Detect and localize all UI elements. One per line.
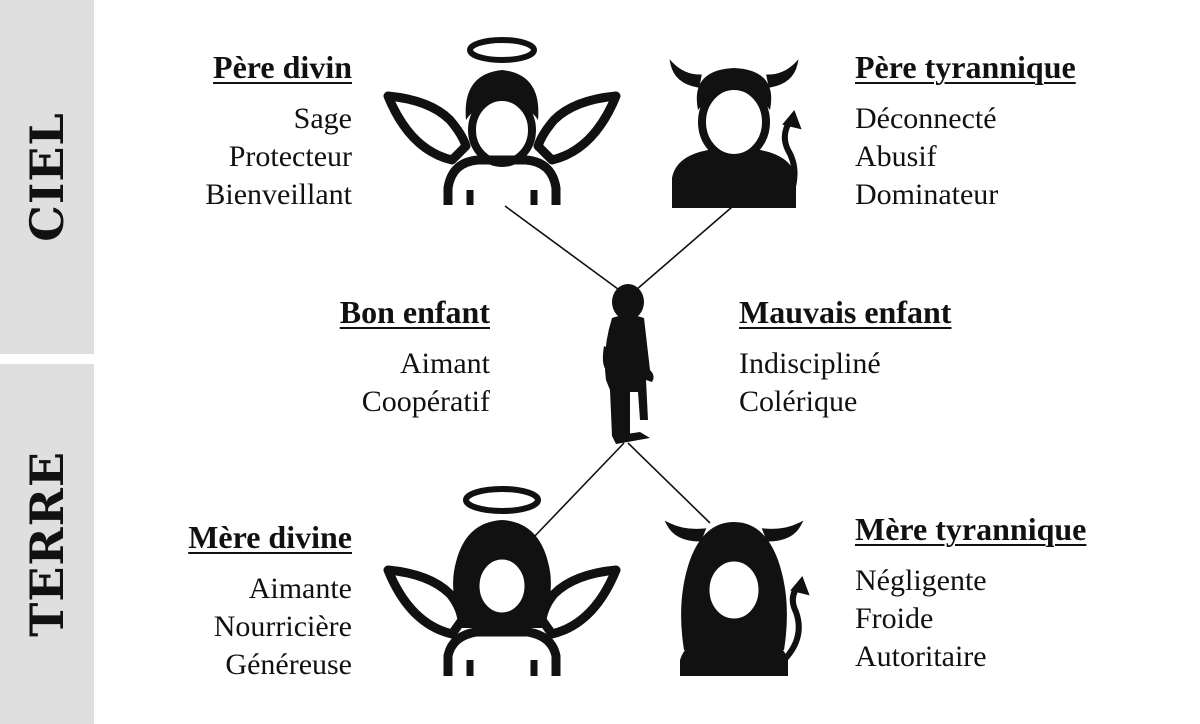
good-child-title: Bon enfant	[339, 294, 490, 330]
child-silhouette-icon	[602, 284, 654, 444]
tyrant-father-trait: Déconnecté	[855, 102, 997, 135]
good-child-traits: Aimant Coopératif	[270, 345, 490, 421]
divine-mother-title: Mère divine	[188, 519, 352, 555]
tyrant-mother-title: Mère tyrannique	[855, 511, 1087, 547]
devil-woman-icon	[664, 520, 810, 676]
tyrant-mother-trait: Négligente	[855, 564, 987, 597]
bad-child-block: Mauvais enfant Indiscipliné Colérique	[739, 293, 1039, 421]
tyrant-father-title: Père tyrannique	[855, 49, 1076, 85]
tyrant-mother-traits: Négligente Froide Autoritaire	[855, 562, 1175, 676]
tyrant-mother-block: Mère tyrannique Négligente Froide Autori…	[855, 510, 1175, 676]
divine-father-traits: Sage Protecteur Bienveillant	[132, 100, 352, 214]
tyrant-father-traits: Déconnecté Abusif Dominateur	[855, 100, 1175, 214]
bad-child-trait: Colérique	[739, 385, 858, 418]
bad-child-trait: Indiscipliné	[739, 347, 881, 380]
earth-band	[0, 364, 94, 724]
devil-man-icon	[669, 59, 802, 208]
bad-child-traits: Indiscipliné Colérique	[739, 345, 1039, 421]
divine-mother-trait: Nourricière	[213, 610, 352, 643]
bad-child-title: Mauvais enfant	[739, 294, 952, 330]
sky-band	[0, 0, 94, 354]
divine-mother-trait: Aimante	[248, 572, 352, 605]
line-divine-father-child	[504, 205, 623, 293]
tyrant-father-block: Père tyrannique Déconnecté Abusif Domina…	[855, 48, 1175, 214]
tyrant-mother-trait: Autoritaire	[855, 640, 987, 673]
divine-father-title: Père divin	[213, 49, 352, 85]
line-child-tyrant-mother	[627, 442, 711, 524]
tyrant-father-trait: Dominateur	[855, 178, 999, 211]
angel-man-icon	[383, 37, 621, 205]
connector-lines	[504, 205, 733, 539]
divine-mother-block: Mère divine Aimante Nourricière Généreus…	[112, 518, 352, 684]
line-tyrant-father-child	[635, 206, 733, 291]
good-child-block: Bon enfant Aimant Coopératif	[270, 293, 490, 421]
divine-father-trait: Bienveillant	[205, 178, 352, 211]
tyrant-father-trait: Abusif	[855, 140, 937, 173]
good-child-trait: Aimant	[400, 347, 490, 380]
divine-mother-traits: Aimante Nourricière Généreuse	[112, 570, 352, 684]
tyrant-mother-trait: Froide	[855, 602, 934, 635]
angel-woman-icon	[383, 486, 621, 676]
divine-father-trait: Sage	[293, 102, 352, 135]
good-child-trait: Coopératif	[361, 385, 490, 418]
divine-mother-trait: Généreuse	[225, 648, 352, 681]
divine-father-trait: Protecteur	[228, 140, 352, 173]
divine-father-block: Père divin Sage Protecteur Bienveillant	[132, 48, 352, 214]
line-child-divine-mother	[532, 442, 625, 539]
